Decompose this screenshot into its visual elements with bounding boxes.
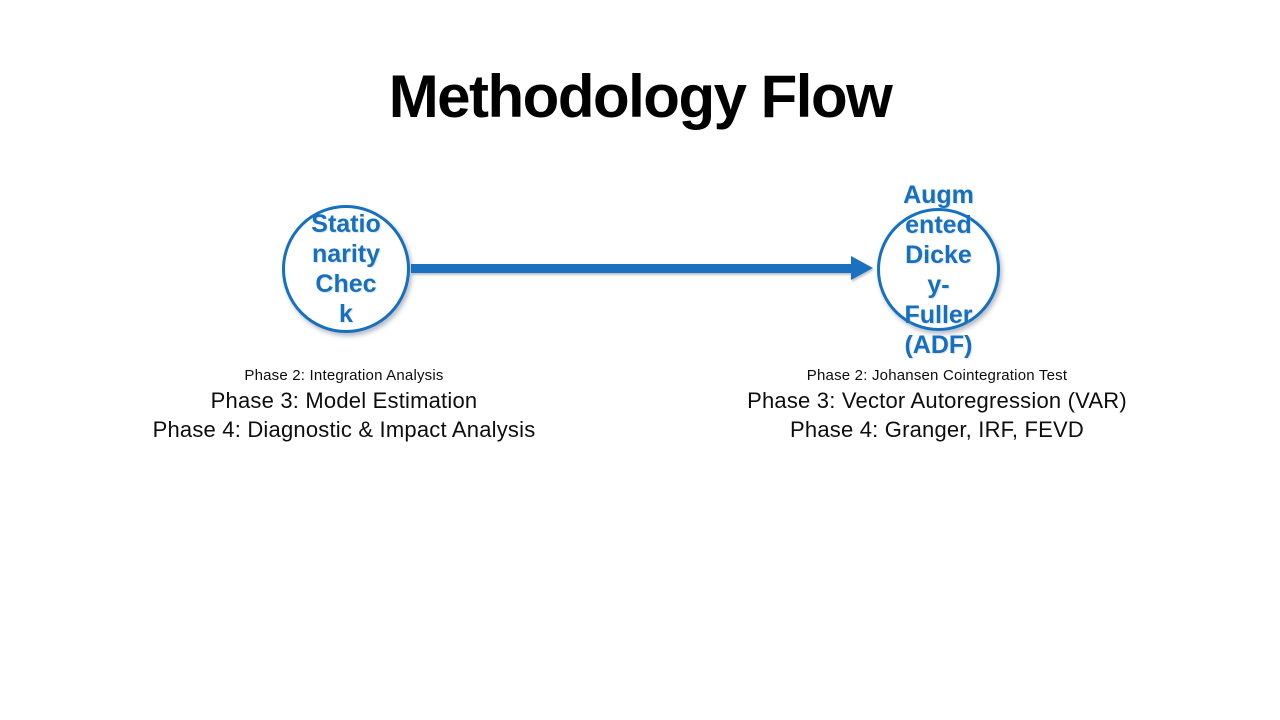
phase-line: Phase 4: Granger, IRF, FEVD (790, 417, 1084, 442)
flow-arrow-right-icon (851, 256, 873, 280)
phase-list-right: Phase 2: Johansen Cointegration Test Pha… (747, 366, 1127, 444)
slide-title: Methodology Flow (388, 63, 893, 130)
phase-line: Phase 3: Vector Autoregression (VAR) (747, 388, 1127, 413)
phase-line: Phase 4: Diagnostic & Impact Analysis (152, 417, 536, 442)
flow-arrow-shaft (411, 264, 854, 273)
node-stationarity-check: Statio narity Chec k (282, 205, 410, 333)
phase-line: Phase 2: Johansen Cointegration Test (806, 367, 1068, 384)
node-stationarity-check-label: Statio narity Chec k (311, 210, 381, 328)
phase-list-left: Phase 2: Integration Analysis Phase 3: M… (153, 366, 536, 444)
node-adf-test-label: Augm ented Dicke y- Fuller (ADF) (903, 180, 974, 359)
phase-line: Phase 2: Integration Analysis (244, 367, 444, 384)
phase-line: Phase 3: Model Estimation (210, 388, 478, 413)
node-adf-test: Augm ented Dicke y- Fuller (ADF) (877, 181, 1000, 359)
